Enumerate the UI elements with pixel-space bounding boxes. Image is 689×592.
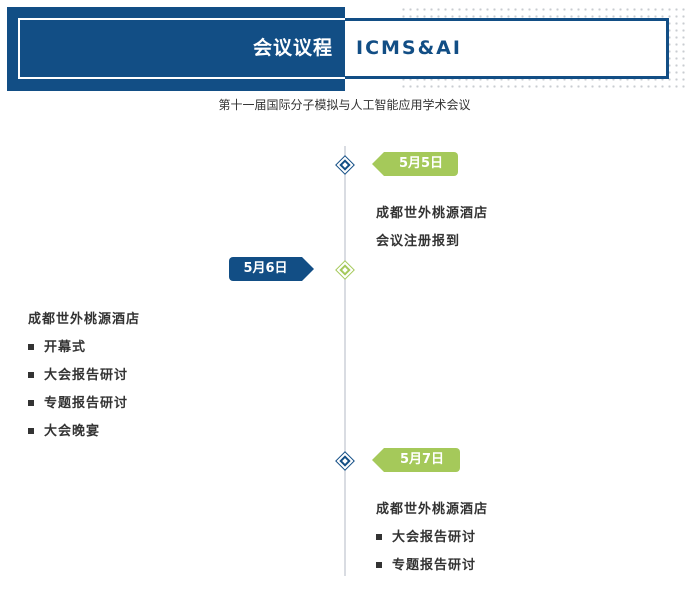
bullet-icon <box>376 561 382 568</box>
agenda-item-day2-1: 开幕式 <box>44 340 87 355</box>
list-item: 大会报告研讨 <box>376 526 476 545</box>
bullet-icon <box>28 427 34 434</box>
timeline-line <box>344 146 346 576</box>
venue-day1: 成都世外桃源酒店 <box>376 206 489 221</box>
bullet-icon <box>28 343 34 350</box>
date-tag-day3: 5月7日 <box>384 448 460 472</box>
list-item: 大会报告研讨 <box>28 364 128 383</box>
date-tag-arrow <box>372 448 384 472</box>
header-inner-frame <box>18 18 345 79</box>
date-tag-day1: 5月5日 <box>384 152 458 176</box>
agenda-item-day2-4: 大会晚宴 <box>44 424 101 439</box>
venue-day3: 成都世外桃源酒店 <box>376 502 489 517</box>
venue-day2: 成都世外桃源酒店 <box>28 312 141 327</box>
list-item: 大会晚宴 <box>28 420 100 439</box>
agenda-item-day2-3: 专题报告研讨 <box>44 396 129 411</box>
bullet-icon <box>376 533 382 540</box>
list-item: 开幕式 <box>28 336 86 355</box>
bullet-icon <box>28 399 34 406</box>
agenda-item-day3-1: 大会报告研讨 <box>392 530 477 545</box>
header-outline-frame <box>345 18 669 79</box>
agenda-item-day2-2: 大会报告研讨 <box>44 368 129 383</box>
list-item: 专题报告研讨 <box>376 554 476 573</box>
date-tag-arrow <box>302 257 314 281</box>
date-tag-arrow <box>372 152 384 176</box>
date-tag-day2: 5月6日 <box>229 257 302 281</box>
conference-brand: ICMS&AI <box>356 37 462 59</box>
agenda-item-day3-2: 专题报告研讨 <box>392 558 477 573</box>
agenda-item-day1-1: 会议注册报到 <box>376 234 461 249</box>
list-item: 专题报告研讨 <box>28 392 128 411</box>
conference-subtitle: 第十一届国际分子模拟与人工智能应用学术会议 <box>218 98 471 112</box>
bullet-icon <box>28 371 34 378</box>
page-title: 会议议程 <box>252 37 333 59</box>
